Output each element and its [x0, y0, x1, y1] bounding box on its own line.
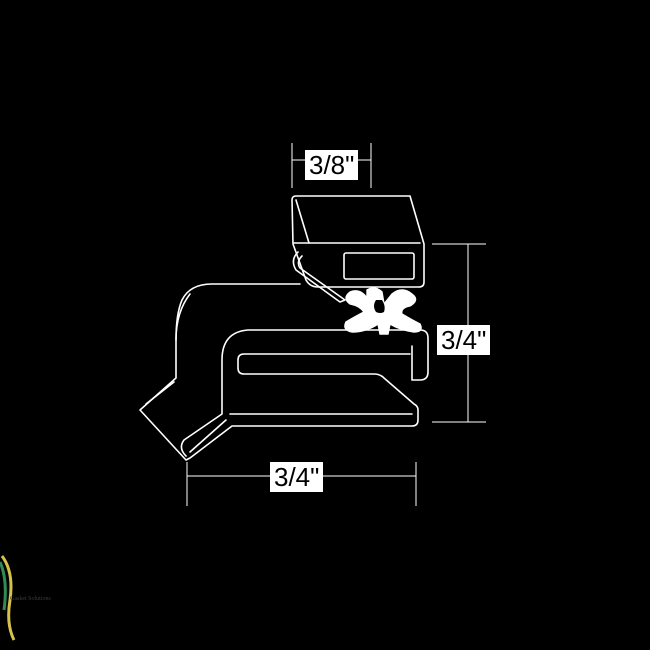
- magnet-housing: [291, 195, 425, 288]
- dimension-label-bottom: 3/4": [270, 462, 324, 492]
- bellows-fold: [292, 251, 346, 303]
- dart-anchor: [344, 287, 422, 335]
- logo-text: Gasket Solutions: [10, 596, 51, 602]
- company-logo: Gasket Solutions: [0, 555, 51, 641]
- dimension-label-top: 3/8": [305, 150, 359, 180]
- dimension-label-right: 3/4": [437, 325, 491, 355]
- retainer-body: [139, 283, 429, 461]
- magnet-insert: [343, 252, 415, 280]
